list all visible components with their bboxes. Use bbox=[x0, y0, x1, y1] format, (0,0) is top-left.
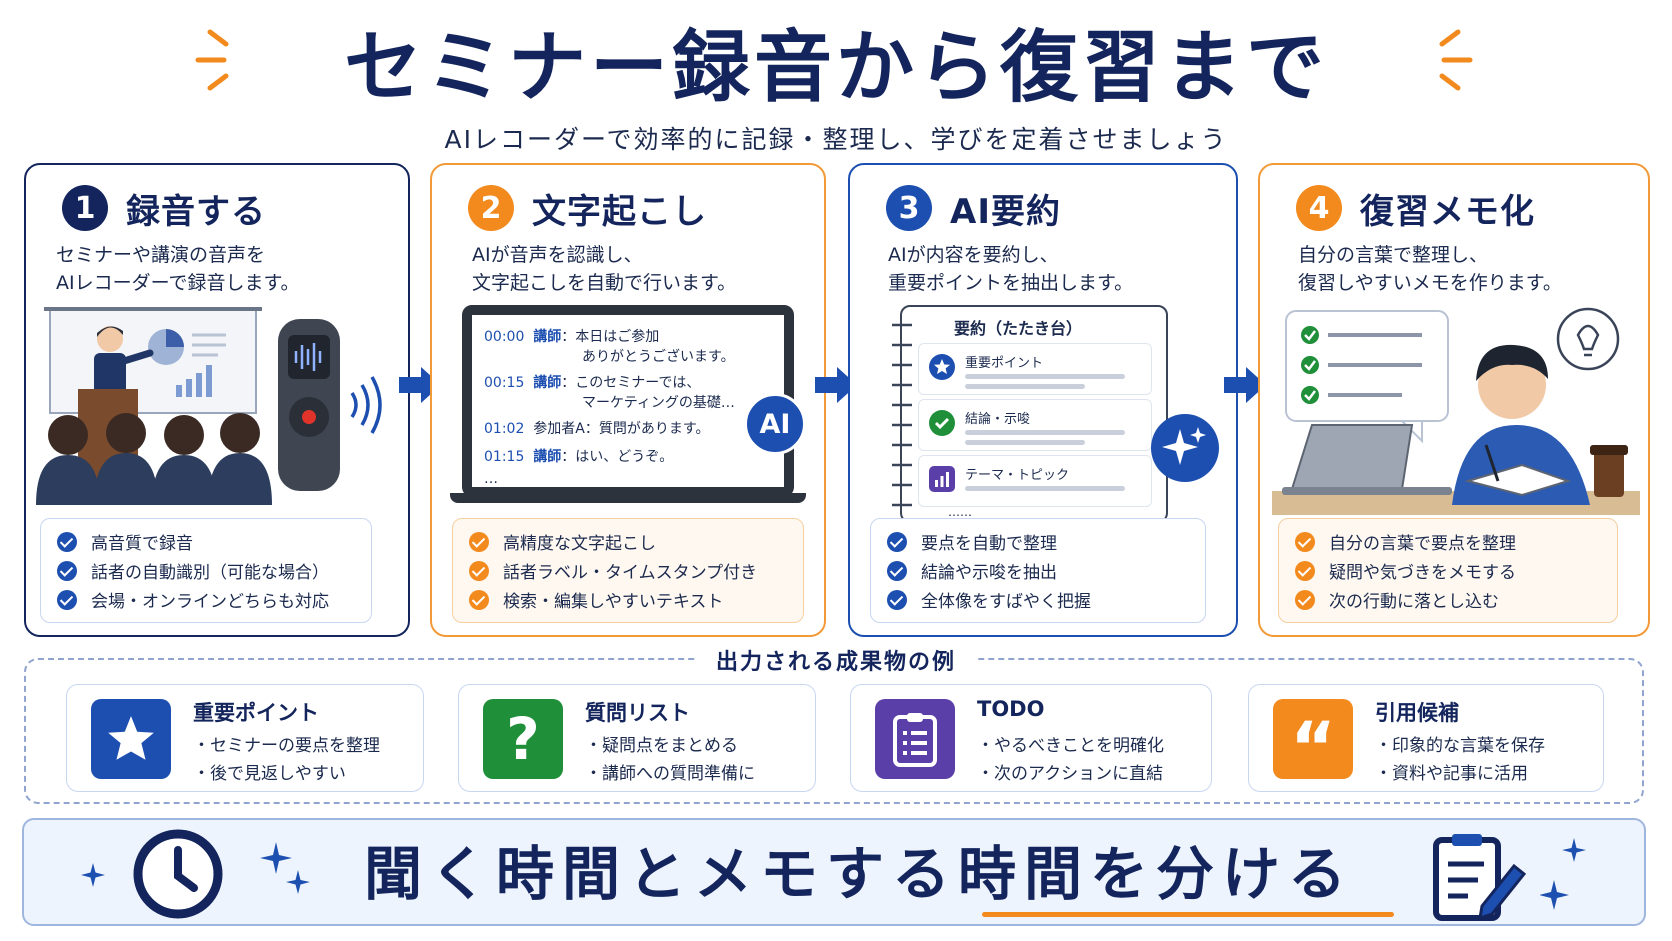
step-number: 1 bbox=[62, 185, 108, 231]
laptop-base bbox=[450, 493, 806, 503]
step-checklist: 要点を自動で整理 結論や示唆を抽出 全体像をすばやく把握 bbox=[870, 518, 1206, 623]
output-card-quotes: “ 引用候補 ・印象的な言葉を保存 ・資料や記事に活用 bbox=[1248, 684, 1604, 792]
step-title: 文字起こし bbox=[532, 191, 707, 232]
output-card-line: ・印象的な言葉を保存 bbox=[1375, 736, 1545, 756]
step-checklist: 高音質で録音 話者の自動識別（可能な場合） 会場・オンラインどちらも対応 bbox=[40, 518, 372, 623]
outputs-title: 出力される成果物の例 bbox=[0, 644, 1672, 676]
list-item: 自分の言葉で要点を整理 bbox=[1295, 527, 1601, 556]
banner-underline bbox=[982, 912, 1394, 917]
output-card-todo: TODO ・やるべきことを明確化 ・次のアクションに直結 bbox=[850, 684, 1212, 792]
step-number: 2 bbox=[468, 185, 514, 231]
step-description: AIが音声を認識し、文字起こしを自動で行います。 bbox=[472, 244, 737, 294]
sparkle-icon bbox=[81, 863, 105, 887]
step-title: 録音する bbox=[126, 191, 266, 232]
sparkle-icon bbox=[260, 842, 310, 894]
bottom-banner: 聞く時間とメモする時間を分ける bbox=[22, 818, 1646, 926]
step-number: 3 bbox=[886, 185, 932, 231]
check-icon bbox=[469, 589, 489, 610]
output-card-key-points: 重要ポイント ・セミナーの要点を整理 ・後で見返しやすい bbox=[66, 684, 424, 792]
check-icon bbox=[1295, 589, 1315, 610]
check-icon bbox=[887, 560, 907, 581]
step-number: 4 bbox=[1296, 185, 1342, 231]
list-item: 結論や示唆を抽出 bbox=[887, 556, 1189, 585]
bar-chart-icon bbox=[929, 466, 955, 492]
output-card-title: 質問リスト bbox=[585, 701, 690, 725]
page-subtitle: AIレコーダーで効率的に記録・整理し、学びを定着させましょう bbox=[444, 125, 1228, 154]
laptop-transcript: 00:00 講師：本日はご参加ありがとうございます。 00:15 講師：このセミ… bbox=[462, 305, 794, 497]
notepad-pen-icon bbox=[1433, 834, 1527, 921]
spiral-binding-icon bbox=[892, 323, 912, 507]
output-card-line: ・資料や記事に活用 bbox=[1375, 764, 1528, 784]
step-summary: 3 AI要約 AIが内容を要約し、重要ポイントを抽出します。 要約（たたき台） … bbox=[848, 163, 1238, 637]
seminar-illustration bbox=[36, 307, 382, 505]
list-item: 会場・オンラインどちらも対応 bbox=[57, 585, 355, 614]
step-checklist: 高精度な文字起こし 話者ラベル・タイムスタンプ付き 検索・編集しやすいテキスト bbox=[452, 518, 804, 623]
list-item: 全体像をすばやく把握 bbox=[887, 585, 1189, 614]
step-transcribe: 2 文字起こし AIが音声を認識し、文字起こしを自動で行います。 00:00 講… bbox=[430, 163, 826, 637]
step-description: AIが内容を要約し、重要ポイントを抽出します。 bbox=[888, 244, 1134, 294]
list-item: 疑問や気づきをメモする bbox=[1295, 556, 1601, 585]
check-icon bbox=[57, 560, 77, 581]
arrow-right-icon bbox=[815, 367, 857, 403]
step-description: 自分の言葉で整理し、復習しやすいメモを作ります。 bbox=[1298, 244, 1562, 294]
output-card-line: ・疑問点をまとめる bbox=[585, 736, 738, 756]
list-item: 要点を自動で整理 bbox=[887, 527, 1189, 556]
ai-sparkle-icon bbox=[1151, 414, 1219, 482]
output-card-line: ・セミナーの要点を整理 bbox=[193, 736, 380, 756]
star-icon bbox=[929, 354, 955, 380]
clock-icon bbox=[133, 829, 223, 919]
check-icon bbox=[1295, 560, 1315, 581]
check-icon bbox=[57, 531, 77, 552]
question-icon: ? bbox=[483, 699, 563, 779]
step-checklist: 自分の言葉で要点を整理 疑問や気づきをメモする 次の行動に落とし込む bbox=[1278, 518, 1618, 623]
check-icon bbox=[887, 589, 907, 610]
output-card-title: 重要ポイント bbox=[193, 701, 319, 725]
list-item: 話者ラベル・タイムスタンプ付き bbox=[469, 556, 787, 585]
spark-left-icon bbox=[195, 29, 229, 91]
summary-notebook: 要約（たたき台） 重要ポイント 結論・示唆 テーマ・トピック …… bbox=[892, 305, 1168, 523]
output-card-title: 引用候補 bbox=[1375, 701, 1459, 725]
output-card-line: ・後で見返しやすい bbox=[193, 764, 346, 784]
list-item: 高音質で録音 bbox=[57, 527, 355, 556]
ai-badge: AI bbox=[744, 393, 806, 455]
output-card-line: ・次のアクションに直結 bbox=[977, 764, 1164, 784]
check-icon bbox=[57, 589, 77, 610]
quote-icon: “ bbox=[1273, 699, 1353, 788]
check-icon bbox=[1295, 531, 1315, 552]
check-icon bbox=[469, 560, 489, 581]
banner-message: 聞く時間とメモする時間を分ける bbox=[364, 840, 1355, 908]
study-illustration bbox=[1272, 307, 1640, 515]
check-icon bbox=[469, 531, 489, 552]
spark-right-icon bbox=[1439, 29, 1473, 91]
output-card-title: TODO bbox=[977, 697, 1045, 721]
star-icon bbox=[91, 699, 171, 779]
output-card-line: ・やるべきことを明確化 bbox=[977, 736, 1164, 756]
check-circle-icon bbox=[929, 410, 955, 436]
list-item: 検索・編集しやすいテキスト bbox=[469, 585, 787, 614]
list-item: 高精度な文字起こし bbox=[469, 527, 787, 556]
list-item: 次の行動に落とし込む bbox=[1295, 585, 1601, 614]
output-card-question-list: ? 質問リスト ・疑問点をまとめる ・講師への質問準備に bbox=[458, 684, 816, 792]
step-title: 復習メモ化 bbox=[1360, 191, 1535, 232]
sparkle-icon bbox=[1540, 838, 1586, 910]
page-title: セミナー録音から復習まで bbox=[343, 23, 1328, 113]
clipboard-icon bbox=[875, 699, 955, 779]
step-title: AI要約 bbox=[950, 191, 1061, 232]
list-item: 話者の自動識別（可能な場合） bbox=[57, 556, 355, 585]
step-review-notes: 4 復習メモ化 自分の言葉で整理し、復習しやすいメモを作ります。 自分の言葉で要… bbox=[1258, 163, 1650, 637]
check-icon bbox=[887, 531, 907, 552]
arrow-right-icon bbox=[1224, 367, 1266, 403]
output-card-line: ・講師への質問準備に bbox=[585, 764, 755, 784]
